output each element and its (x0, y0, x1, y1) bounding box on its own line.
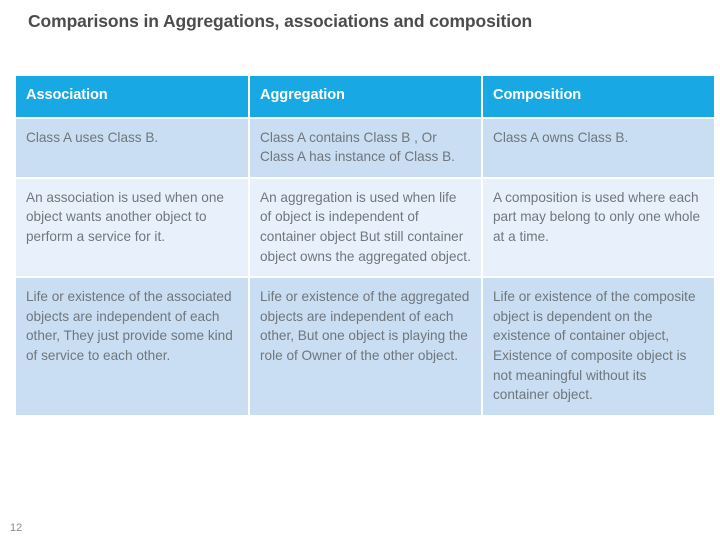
cell-text: An association is used when one object w… (26, 189, 224, 244)
cell-text: An aggregation is used when life of obje… (260, 189, 471, 264)
table-cell: Class A contains Class B , Or Class A ha… (250, 118, 481, 177)
table-cell: An association is used when one object w… (16, 178, 248, 277)
table-cell: A composition is used where each part ma… (483, 178, 714, 277)
table-header-row: Association Aggregation Composition (16, 76, 714, 117)
cell-text: Life or existence of the associated obje… (26, 289, 233, 363)
table-row: An association is used when one object w… (16, 178, 714, 277)
table-cell: Life or existence of the associated obje… (16, 278, 248, 415)
column-header-composition: Composition (483, 76, 714, 117)
comparison-table: Association Aggregation Composition Clas… (14, 74, 716, 417)
table-cell: Life or existence of the aggregated obje… (250, 278, 481, 415)
title-rule-gradient (0, 56, 720, 61)
cell-text: A composition is used where each part ma… (493, 189, 701, 244)
table-cell: An aggregation is used when life of obje… (250, 178, 481, 277)
cell-text: Class A owns Class B. (493, 129, 629, 145)
page-number: 12 (10, 522, 23, 534)
column-header-association: Association (16, 76, 248, 117)
table-cell: Life or existence of the composite objec… (483, 278, 714, 415)
cell-text: Life or existence of the aggregated obje… (260, 289, 470, 363)
cell-text: Class A contains Class B , Or Class A ha… (260, 129, 455, 165)
table-cell: Class A uses Class B. (16, 118, 248, 177)
table-row: Life or existence of the associated obje… (16, 278, 714, 415)
cell-text: Life or existence of the composite objec… (493, 289, 696, 403)
table-cell: Class A owns Class B. (483, 118, 714, 177)
column-header-aggregation: Aggregation (250, 76, 481, 117)
page-title: Comparisons in Aggregations, association… (28, 11, 533, 31)
cell-text: Class A uses Class B. (26, 129, 159, 145)
table-row: Class A uses Class B. Class A contains C… (16, 118, 714, 177)
